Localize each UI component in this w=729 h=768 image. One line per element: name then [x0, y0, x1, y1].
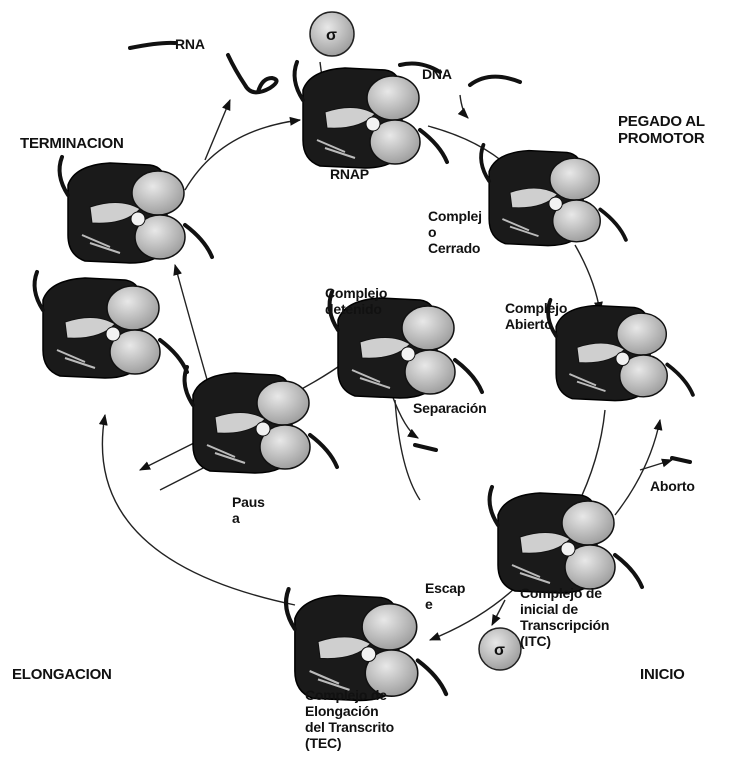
sigma-label-top: σ — [326, 27, 337, 44]
rnap-paused-complex — [185, 367, 337, 473]
arrow-open-to-itc — [576, 410, 605, 508]
rnap-elongating-left — [35, 272, 187, 378]
rnap-termination-complex — [60, 157, 212, 263]
dna-strand-free — [400, 64, 520, 85]
arrow-rna-release — [205, 100, 230, 160]
arrow-sigma-out — [492, 600, 505, 625]
label-tec: Complejo de Elongación del Transcrito (T… — [305, 687, 394, 751]
label-rna: RNA — [175, 36, 205, 52]
arrow-pause-to-termination — [175, 265, 210, 390]
sigma-label-released: σ — [494, 642, 505, 659]
stage-terminacion: TERMINACION — [20, 135, 124, 152]
label-dna: DNA — [422, 66, 452, 82]
arrow-dna-in — [460, 95, 468, 118]
label-complejo-cerrado: Complej o Cerrado — [428, 208, 482, 256]
stage-elongacion: ELONGACION — [12, 666, 112, 683]
stage-pegado-al-promotor: PEGADO AL PROMOTOR — [618, 113, 705, 147]
arrow-termination-to-rnap — [185, 120, 300, 190]
label-itc: Complejo de inicial de Transcripción (IT… — [520, 585, 609, 649]
label-complejo-detenido: Complejo detenido — [325, 285, 387, 317]
stage-inicio: INICIO — [640, 666, 685, 683]
label-pausa: Paus a — [232, 494, 265, 526]
rna-hairpin — [228, 55, 277, 92]
abort-fragment — [672, 458, 690, 462]
arrow-closed-to-open — [575, 245, 600, 312]
separation-fragment — [415, 445, 436, 450]
rnap-tec — [286, 589, 446, 700]
arrow-pause-out — [140, 440, 200, 470]
label-rnap: RNAP — [330, 166, 369, 182]
label-separacion: Separación — [413, 400, 486, 416]
label-escape: Escap e — [425, 580, 465, 612]
rnap-open-complex — [548, 300, 693, 401]
sigma-factor-released: σ — [479, 628, 521, 670]
label-complejo-abierto: Complejo Abierto — [505, 300, 567, 332]
rna-strand — [130, 43, 175, 48]
rnap-itc — [490, 487, 642, 593]
arrow-itc-to-open — [615, 420, 660, 515]
sigma-factor-top: σ — [310, 12, 354, 56]
rnap-closed-complex — [481, 145, 626, 246]
label-aborto: Aborto — [650, 478, 695, 494]
